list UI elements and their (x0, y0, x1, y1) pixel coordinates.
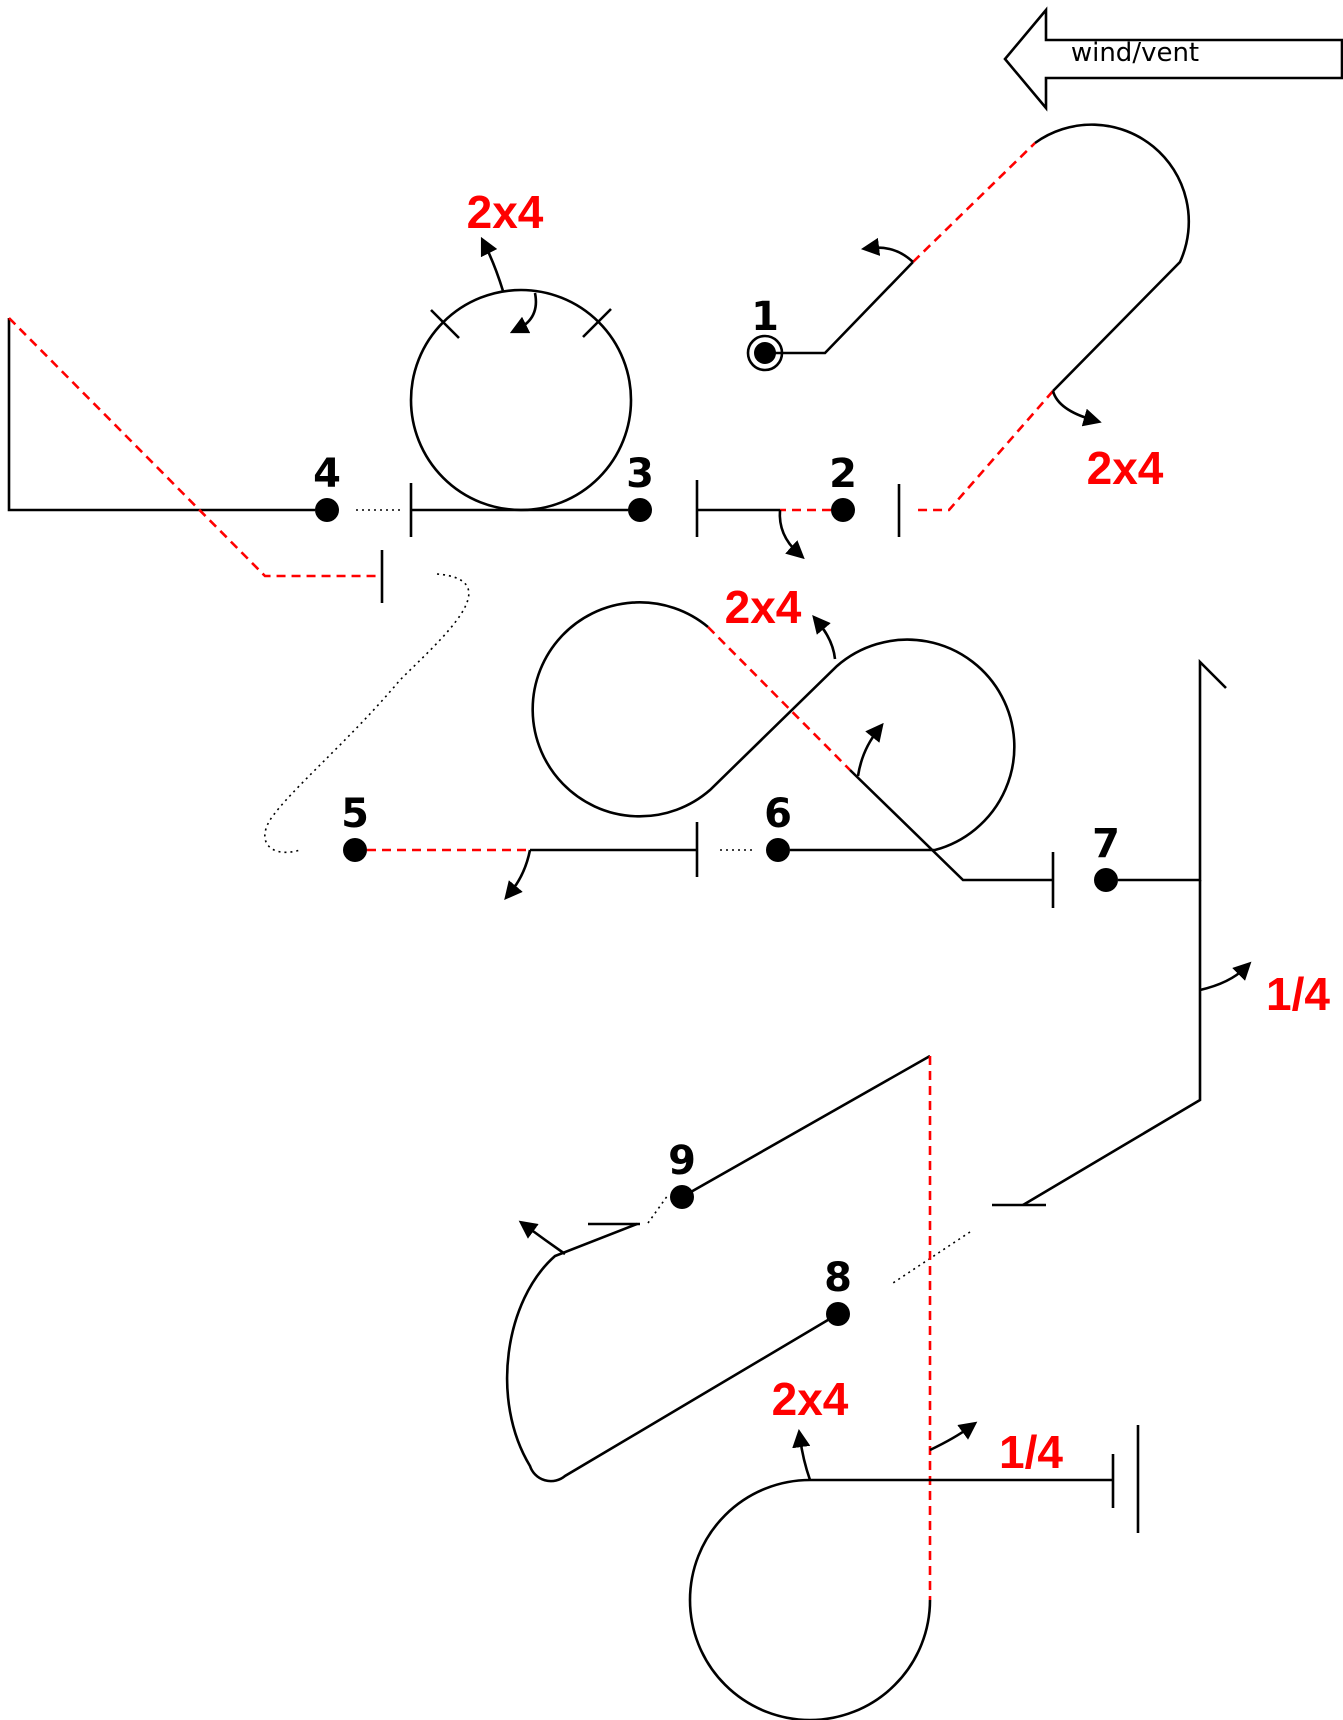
figure-8 (505, 1194, 850, 1483)
marking-loop-right: 2x4 (1087, 442, 1164, 494)
wind-arrow: wind/vent (1003, 6, 1343, 112)
station-dot (343, 838, 367, 862)
figure-6: 2x4 (531, 581, 1055, 908)
station-label-7: 7 (1092, 821, 1120, 867)
station-label-1: 1 (751, 294, 779, 340)
station-label-8: 8 (824, 1255, 852, 1301)
station-label-3: 3 (626, 451, 654, 497)
station-dot (315, 498, 339, 522)
station-dot (1094, 868, 1118, 892)
station-label-9: 9 (668, 1138, 696, 1184)
figure-5 (343, 822, 755, 900)
station-dot (628, 498, 652, 522)
marking-figure8: 2x4 (725, 581, 802, 633)
figure-4 (7, 317, 470, 854)
station-labels: 1 2 3 4 5 6 7 8 9 (313, 294, 1120, 1301)
wind-label: wind/vent (1071, 38, 1199, 68)
station-dot (766, 838, 790, 862)
station-label-2: 2 (829, 451, 857, 497)
marking-quarter-right: 1/4 (1266, 968, 1330, 1020)
marking-top-circle: 2x4 (467, 186, 544, 238)
figure-3: 2x4 (355, 186, 652, 537)
figure-1: 2x4 (746, 123, 1191, 537)
station-label-6: 6 (764, 791, 792, 837)
station-label-4: 4 (313, 451, 341, 497)
station-dot (831, 498, 855, 522)
marking-quarter-bottom: 1/4 (999, 1426, 1063, 1478)
marking-bottom-loop: 2x4 (772, 1373, 849, 1425)
station-label-5: 5 (341, 791, 369, 837)
figure-9: 2x4 1/4 (670, 1054, 1140, 1720)
figure-7: 1/4 (889, 658, 1330, 1286)
figure-2 (695, 480, 855, 560)
